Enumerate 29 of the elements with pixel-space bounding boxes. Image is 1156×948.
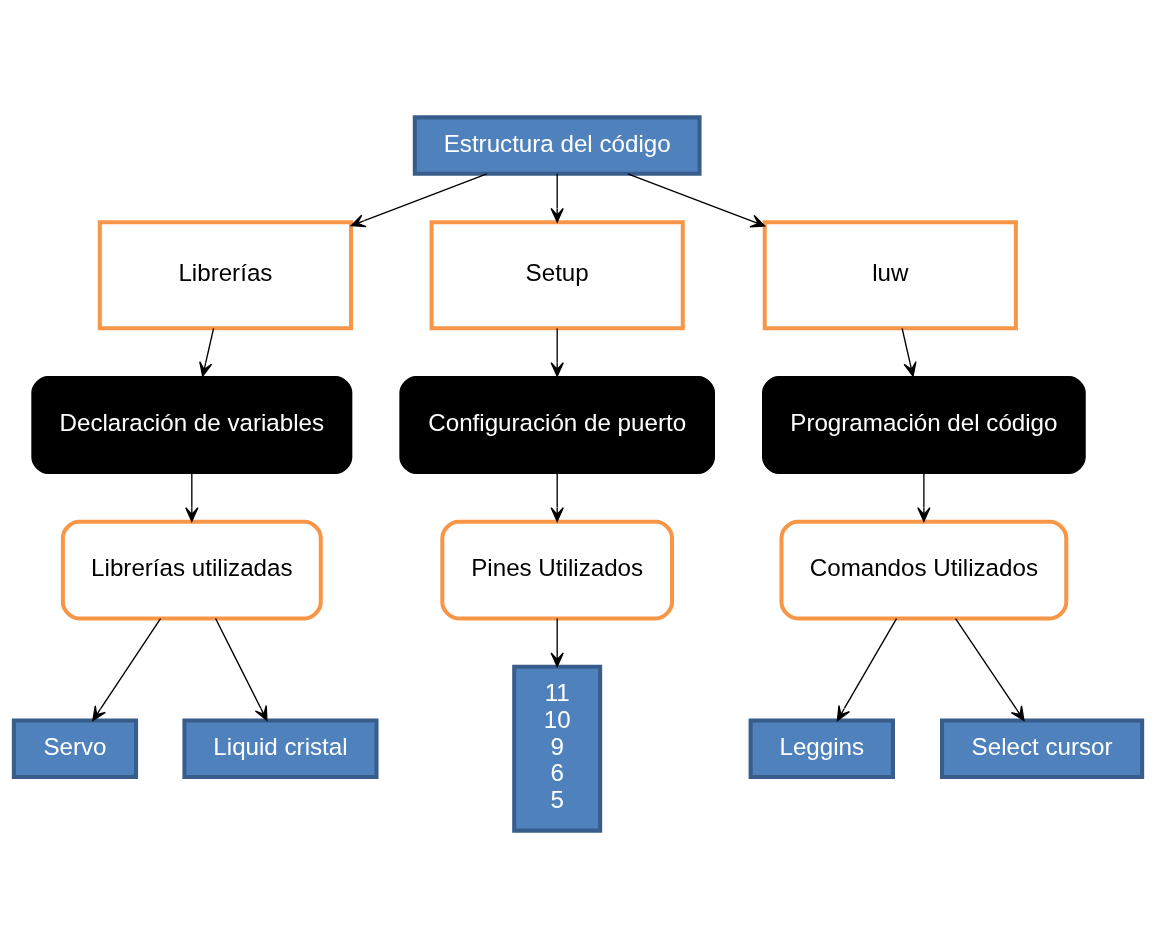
- node-box: Comandos Utilizados: [779, 519, 1069, 621]
- node-box: Select cursor: [940, 718, 1145, 779]
- node-box: 11 10 9 6 5: [512, 664, 603, 833]
- node-box: Librerías: [97, 220, 353, 331]
- node-box: Estructura del código: [412, 115, 702, 176]
- arrow: [214, 617, 268, 721]
- arrow: [185, 472, 199, 522]
- arrow: [92, 617, 162, 721]
- arrow: [627, 173, 766, 228]
- arrow: [199, 327, 215, 377]
- arrow: [550, 472, 564, 522]
- arrow: [550, 327, 564, 377]
- node-box: luw: [762, 220, 1018, 331]
- arrow: [954, 617, 1025, 721]
- node-box: Programación del código: [762, 375, 1086, 474]
- node-box: Pines Utilizados: [440, 519, 675, 621]
- node-box: Declaración de variables: [31, 375, 353, 474]
- arrow: [917, 472, 931, 522]
- arrow: [836, 617, 898, 721]
- arrow: [350, 173, 488, 228]
- arrow: [550, 617, 564, 668]
- node-box: Leggins: [748, 718, 895, 779]
- node-box: Liquid cristal: [182, 718, 379, 779]
- node-box: Servo: [11, 718, 139, 779]
- node-box: Librerías utilizadas: [60, 519, 323, 621]
- node-box: Setup: [429, 220, 685, 331]
- arrow: [550, 173, 564, 223]
- arrow: [901, 327, 917, 377]
- node-box: Configuración de puerto: [399, 375, 715, 474]
